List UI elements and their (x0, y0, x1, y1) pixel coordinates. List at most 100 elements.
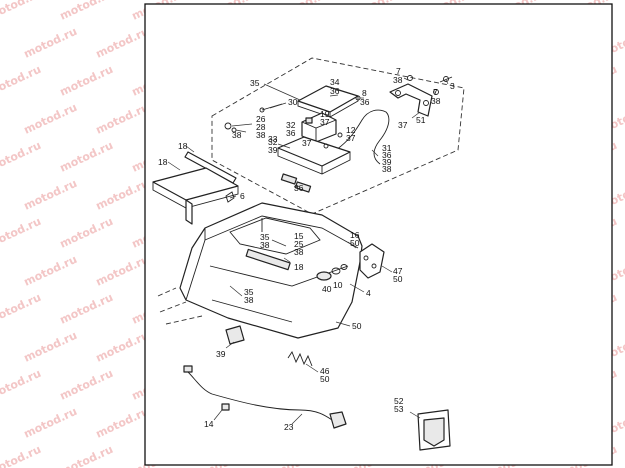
watermark-text: motod.ru (22, 405, 79, 441)
callout-30: 30 (288, 97, 298, 107)
watermark-text: motod.ru (58, 0, 115, 23)
watermark-text: motod.ru (22, 253, 79, 289)
saddlebag-shell-part (179, 202, 363, 339)
watermark-text: motod.ru (94, 177, 151, 213)
callout-33: 33 (268, 134, 278, 144)
watermark-text: motod.ru (58, 215, 115, 251)
callout-50: 50 (393, 274, 403, 284)
callout-18: 18 (178, 141, 188, 151)
callout-35: 35 (244, 287, 254, 297)
callout-39: 39 (382, 157, 392, 167)
callout-38: 38 (260, 240, 270, 250)
callout-12: 12 (346, 125, 356, 135)
callout-7: 7 (396, 66, 401, 76)
callout-36: 36 (294, 183, 304, 193)
watermark-text: motod.ru (94, 25, 151, 61)
callout-38: 38 (431, 96, 441, 106)
callout-7: 7 (433, 87, 438, 97)
callout-26: 26 (256, 114, 266, 124)
callout-46: 46 (320, 366, 330, 376)
watermark-text: motod.ru (58, 443, 115, 468)
callout-38: 38 (382, 164, 392, 174)
callout-32: 32 (268, 137, 278, 147)
watermark-text: motod.ru (22, 177, 79, 213)
callout-32: 32 (286, 120, 296, 130)
callout-25: 25 (294, 239, 304, 249)
latch-cable-part (335, 109, 390, 165)
callout-38: 38 (256, 130, 266, 140)
callout-37: 37 (346, 133, 356, 143)
callout-4: 4 (366, 288, 371, 298)
callout-16: 16 (350, 230, 360, 240)
bumper-block-part (225, 325, 245, 345)
callout-34: 34 (330, 77, 340, 87)
watermark-text: motod.ru (58, 367, 115, 403)
watermark-text: motod.ru (22, 101, 79, 137)
callout-51: 51 (416, 115, 426, 125)
watermark-text: motod.ru (0, 63, 43, 99)
callout-38: 38 (232, 130, 242, 140)
callout-15: 15 (294, 231, 304, 241)
callout-28: 28 (256, 122, 266, 132)
hinge-bracket-part (389, 83, 433, 117)
pad-part (280, 173, 298, 185)
callout-37: 37 (398, 120, 408, 130)
callout-35: 35 (250, 78, 260, 88)
callout-36: 36 (330, 86, 340, 96)
inner-tray-part (277, 136, 351, 175)
callout-8: 8 (362, 88, 367, 98)
callout-37: 37 (302, 138, 312, 148)
callout-38: 38 (393, 75, 403, 85)
callout-36: 36 (286, 128, 296, 138)
callout-18: 18 (294, 262, 304, 272)
watermark-text: motod.ru (94, 405, 151, 441)
watermark-text: motod.ru (94, 253, 151, 289)
emblem-plate-part (417, 409, 451, 451)
callout-39: 39 (216, 349, 226, 359)
watermark-text: motod.ru (58, 291, 115, 327)
watermark-text: motod.ru (0, 139, 43, 175)
callout-31: 31 (382, 143, 392, 153)
callout-36: 36 (360, 97, 370, 107)
callout-14: 14 (204, 419, 214, 429)
callout-53: 53 (394, 404, 404, 414)
callout-18: 18 (158, 157, 168, 167)
watermark-text: motod.ru (0, 367, 43, 403)
wire-harness-part (183, 365, 347, 429)
lid-subassembly-outline (211, 57, 465, 215)
watermark-text: motod.ru (58, 139, 115, 175)
callout-50: 50 (320, 374, 330, 384)
fastener-part (225, 191, 235, 203)
callout-38: 38 (294, 247, 304, 257)
callout-10: 10 (333, 280, 343, 290)
watermark-text: motod.ru (22, 329, 79, 365)
watermark-text: motod.ru (58, 63, 115, 99)
mounting-plate-part (152, 167, 239, 225)
latch-housing-part (301, 112, 337, 143)
callout-50: 50 (352, 321, 362, 331)
callout-47: 47 (393, 266, 403, 276)
callout-39: 39 (268, 145, 278, 155)
callout-52: 52 (394, 396, 404, 406)
callout-35: 35 (260, 232, 270, 242)
callout-23: 23 (284, 422, 294, 432)
watermark-text: motod.ru (0, 291, 43, 327)
watermark-text: motod.ru (94, 101, 151, 137)
callout-3: 3 (450, 81, 455, 91)
callout-40: 40 (322, 284, 332, 294)
side-hinge-part (359, 243, 385, 279)
watermark-text: motod.ru (94, 329, 151, 365)
leader-lines (167, 77, 449, 425)
watermark-text: motod.ru (22, 25, 79, 61)
callout-19: 19 (320, 109, 330, 119)
callout-36: 36 (382, 150, 392, 160)
callout-38: 38 (244, 295, 254, 305)
callout-labels: 35 34 36 30 8 36 7 38 3 7 38 51 26 28 38… (158, 66, 455, 432)
watermark-text: motod.ru (0, 443, 43, 468)
callout-50: 50 (350, 238, 360, 248)
spring-part (287, 351, 313, 367)
ghost-outline (157, 287, 203, 325)
callout-6: 6 (240, 191, 245, 201)
callout-37: 37 (320, 117, 330, 127)
